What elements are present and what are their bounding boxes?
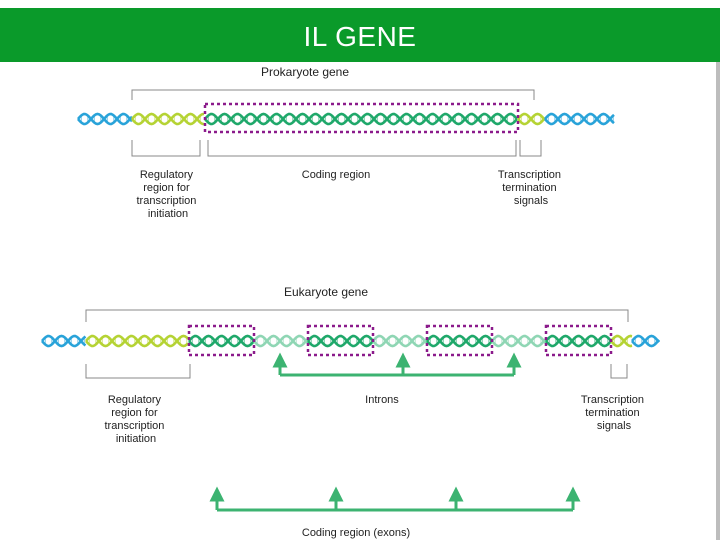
prokaryote-dna-strand (77, 112, 615, 126)
prokaryote-dna-downstream (544, 112, 615, 126)
prokaryote-dna-coding (204, 112, 518, 126)
exon-box-3 (425, 324, 494, 357)
prokaryote-coding-box (203, 102, 520, 134)
slide-title: IL GENE (303, 21, 417, 52)
eukaryote-dna-exon-4 (545, 334, 612, 348)
eukaryote-dna-exon-1 (188, 334, 255, 348)
prokaryote-dna-upstream (77, 112, 133, 126)
eukaryote-regulatory-label: Regulatory region for transcription init… (105, 394, 168, 445)
eukaryote-regulatory-bracket (85, 364, 191, 379)
prokaryote-heading: Prokaryote gene (261, 65, 349, 79)
prokaryote-coding-bracket (207, 140, 517, 157)
eukaryote-dna-exon-2 (307, 334, 374, 348)
right-edge-strip (716, 62, 720, 540)
eukaryote-heading: Eukaryote gene (284, 285, 368, 299)
eukaryote-dna-intron-2 (372, 334, 428, 348)
prokaryote-regulatory-bracket (131, 140, 201, 157)
eukaryote-termination-label: Transcription termination signals (581, 394, 647, 432)
eukaryote-dna-upstream (41, 334, 87, 348)
prokaryote-regulatory-label: Regulatory region for transcription init… (137, 169, 200, 220)
introns-label: Introns (365, 394, 399, 406)
eukaryote-dna-intron-3 (491, 334, 547, 348)
prokaryote-coding-label: Coding region (302, 169, 371, 181)
prokaryote-dna-promoter (131, 112, 205, 126)
eukaryote-dna-downstream (631, 334, 660, 348)
exon-box-4 (544, 324, 613, 357)
eukaryote-dna-exon-3 (426, 334, 493, 348)
introns-arrow-group (272, 352, 522, 377)
prokaryote-termination-label: Transcription termination signals (498, 169, 564, 207)
exons-arrow-group (209, 486, 581, 512)
eukaryote-gene-bracket (85, 309, 629, 322)
exon-box-2 (306, 324, 375, 357)
exon-box-1 (187, 324, 256, 357)
prokaryote-dna-terminator (517, 112, 546, 126)
eukaryote-dna-intron-1 (253, 334, 309, 348)
eukaryote-dna-strand (41, 334, 660, 348)
title-bar (0, 8, 720, 62)
prokaryote-termination-bracket (519, 140, 542, 157)
eukaryote-termination-bracket (610, 364, 628, 379)
prokaryote-gene-bracket (131, 89, 535, 100)
eukaryote-dna-promoter (85, 334, 189, 348)
eukaryote-dna-terminator (610, 334, 633, 348)
exons-label: Coding region (exons) (302, 527, 410, 539)
